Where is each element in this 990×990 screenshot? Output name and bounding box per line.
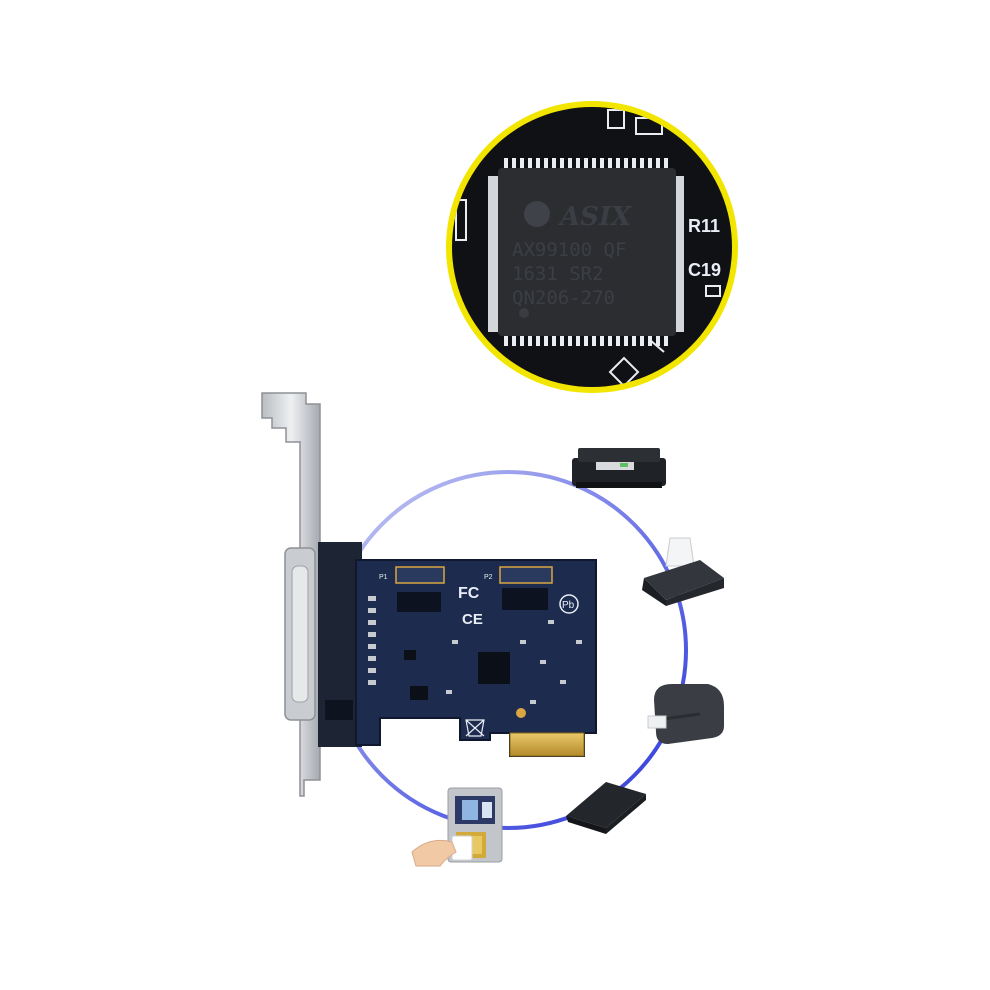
ce-mark: CE: [462, 611, 483, 628]
silk-r11: R11: [688, 216, 720, 236]
silk-c19: C19: [688, 260, 721, 280]
chip-date-code: 1631 SR2: [512, 263, 604, 285]
chip-closeup: ASIX AX99100 QF 1631 SR2 QN206-270 R11 C…: [446, 101, 738, 393]
pcie-parallel-card: P1 P2 FC CE Pb: [261, 392, 597, 797]
gold-fingers: [509, 732, 585, 757]
dot-matrix-printer-icon: [572, 448, 666, 488]
label-printer-icon: [647, 684, 724, 744]
chip-lot-code: QN206-270: [512, 287, 615, 309]
card-reader-icon: [566, 782, 646, 834]
controller-ic: [478, 652, 510, 684]
silk-p1: P1: [379, 574, 388, 581]
chip-part-number: AX99100 QF: [512, 239, 626, 261]
silk-p2: P2: [484, 574, 493, 581]
fcc-mark: FC: [458, 585, 480, 602]
time-clock-terminal-icon: [411, 787, 503, 867]
pb-free-mark: Pb: [562, 600, 575, 611]
chip-brand: ASIX: [557, 202, 633, 232]
receipt-printer-icon: [642, 537, 724, 606]
